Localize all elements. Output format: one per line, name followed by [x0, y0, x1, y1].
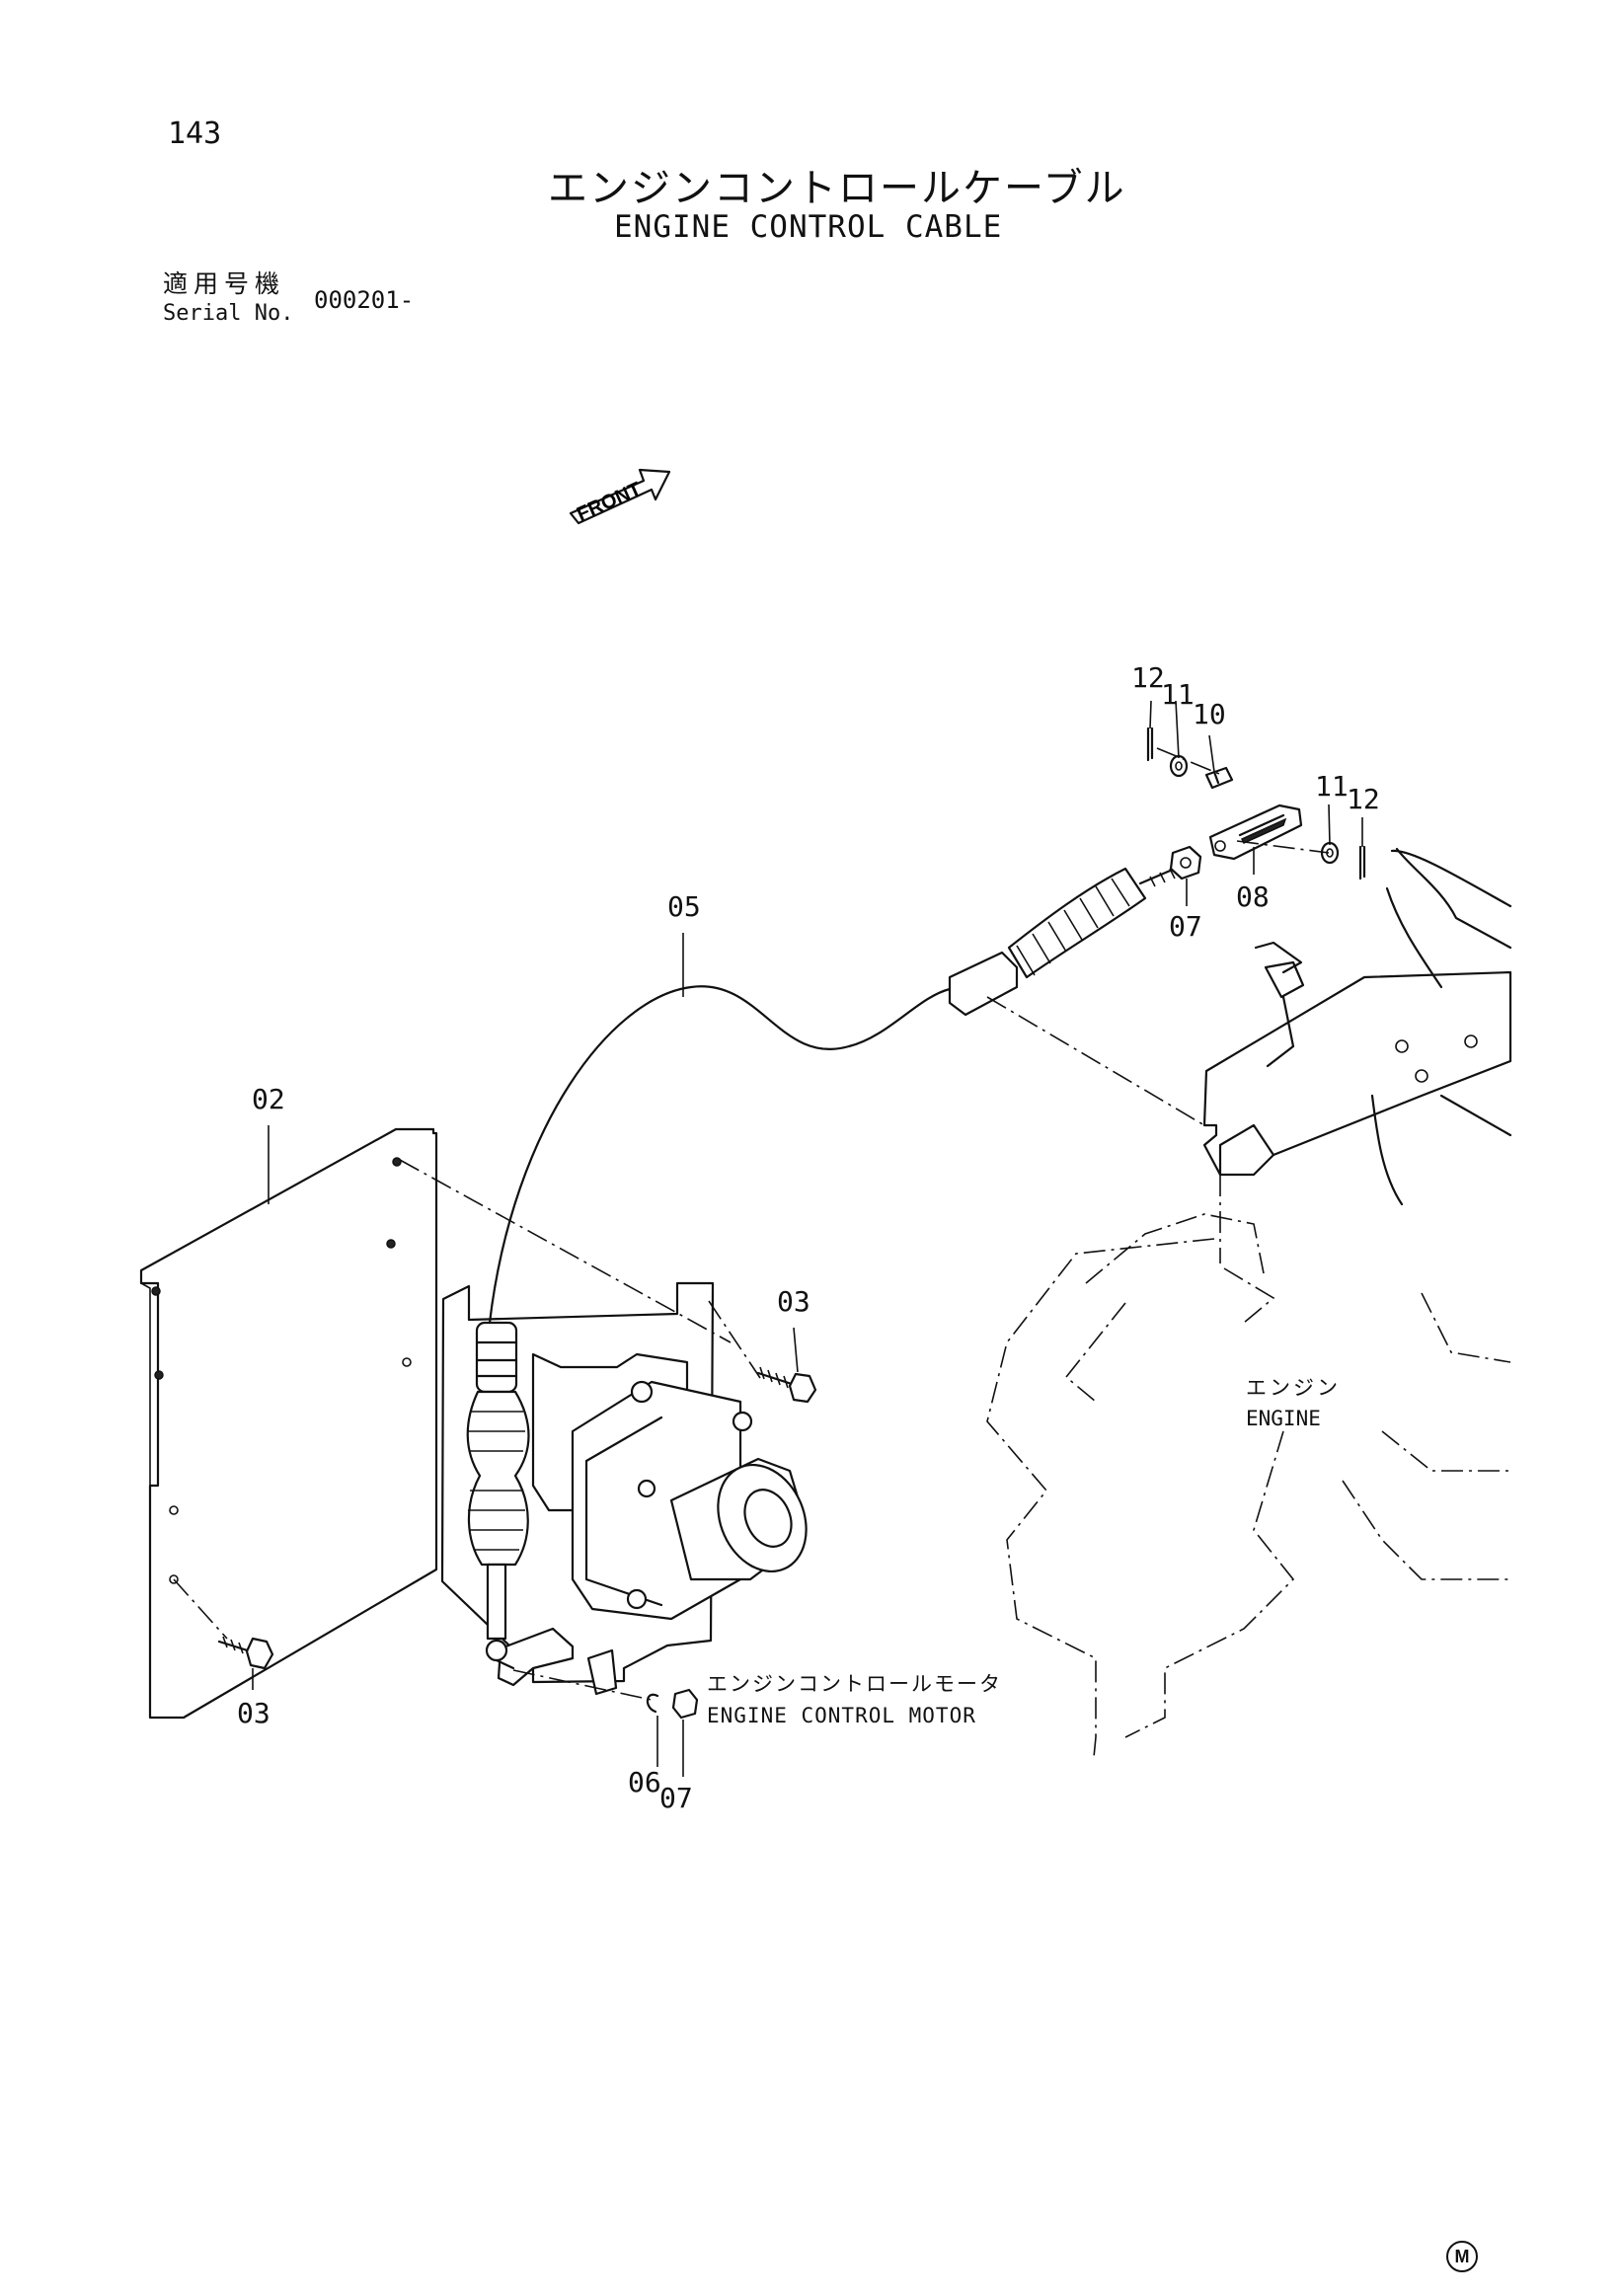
bolt-lower — [217, 1636, 274, 1670]
part-number-12-lower: 12 — [1347, 783, 1380, 815]
engine-throttle-bracket — [1202, 941, 1512, 1177]
motor-label-japanese: エンジンコントロールモータ — [707, 1672, 1002, 1696]
engine-control-cable — [466, 867, 1177, 1670]
part-number-11-upper: 11 — [1161, 678, 1195, 711]
engine-outline — [986, 847, 1512, 1758]
hex-nut-upper — [1169, 845, 1202, 880]
part-number-03-lower: 03 — [237, 1697, 270, 1729]
part-number-05: 05 — [667, 890, 701, 923]
clevis-pin — [1204, 766, 1234, 790]
engine-label-english: ENGINE — [1246, 1407, 1321, 1430]
part-number-07-upper: 07 — [1169, 910, 1202, 943]
page-title-english: ENGINE CONTROL CABLE — [614, 209, 1003, 245]
motor-label-english: ENGINE CONTROL MOTOR — [707, 1704, 976, 1727]
assembly-center-lines — [173, 747, 1330, 1701]
serial-label-english: Serial No. — [163, 301, 294, 326]
cable-clevis — [1208, 804, 1303, 861]
page-number: 143 — [168, 116, 222, 151]
part-number-11-lower: 11 — [1315, 770, 1349, 803]
front-arrow-label: FRONT — [574, 478, 645, 525]
page-title-japanese: エンジンコントロールケーブル — [548, 166, 1126, 211]
part-number-07-lower: 07 — [659, 1782, 693, 1814]
part-leader-lines — [252, 700, 1363, 1777]
engine-label-japanese: エンジン — [1246, 1376, 1341, 1400]
part-number-10: 10 — [1193, 698, 1226, 730]
part-number-02: 02 — [252, 1083, 285, 1115]
cotter-pin-lower — [1358, 845, 1366, 880]
serial-label-japanese: 適用号機 — [163, 269, 286, 298]
mounting-plate — [139, 1127, 438, 1720]
bolt-upper — [756, 1366, 817, 1404]
cotter-pin-upper — [1146, 727, 1154, 762]
part-number-03-upper: 03 — [777, 1285, 810, 1318]
part-number-08: 08 — [1236, 880, 1270, 913]
hex-nut-lower — [671, 1688, 699, 1720]
front-direction-arrow: FRONT — [569, 468, 671, 526]
snap-ring — [646, 1693, 659, 1714]
serial-number-value: 000201- — [314, 286, 415, 314]
footer-mark: M — [1446, 2241, 1478, 2272]
part-number-06: 06 — [628, 1766, 661, 1799]
part-number-12-upper: 12 — [1131, 661, 1165, 694]
